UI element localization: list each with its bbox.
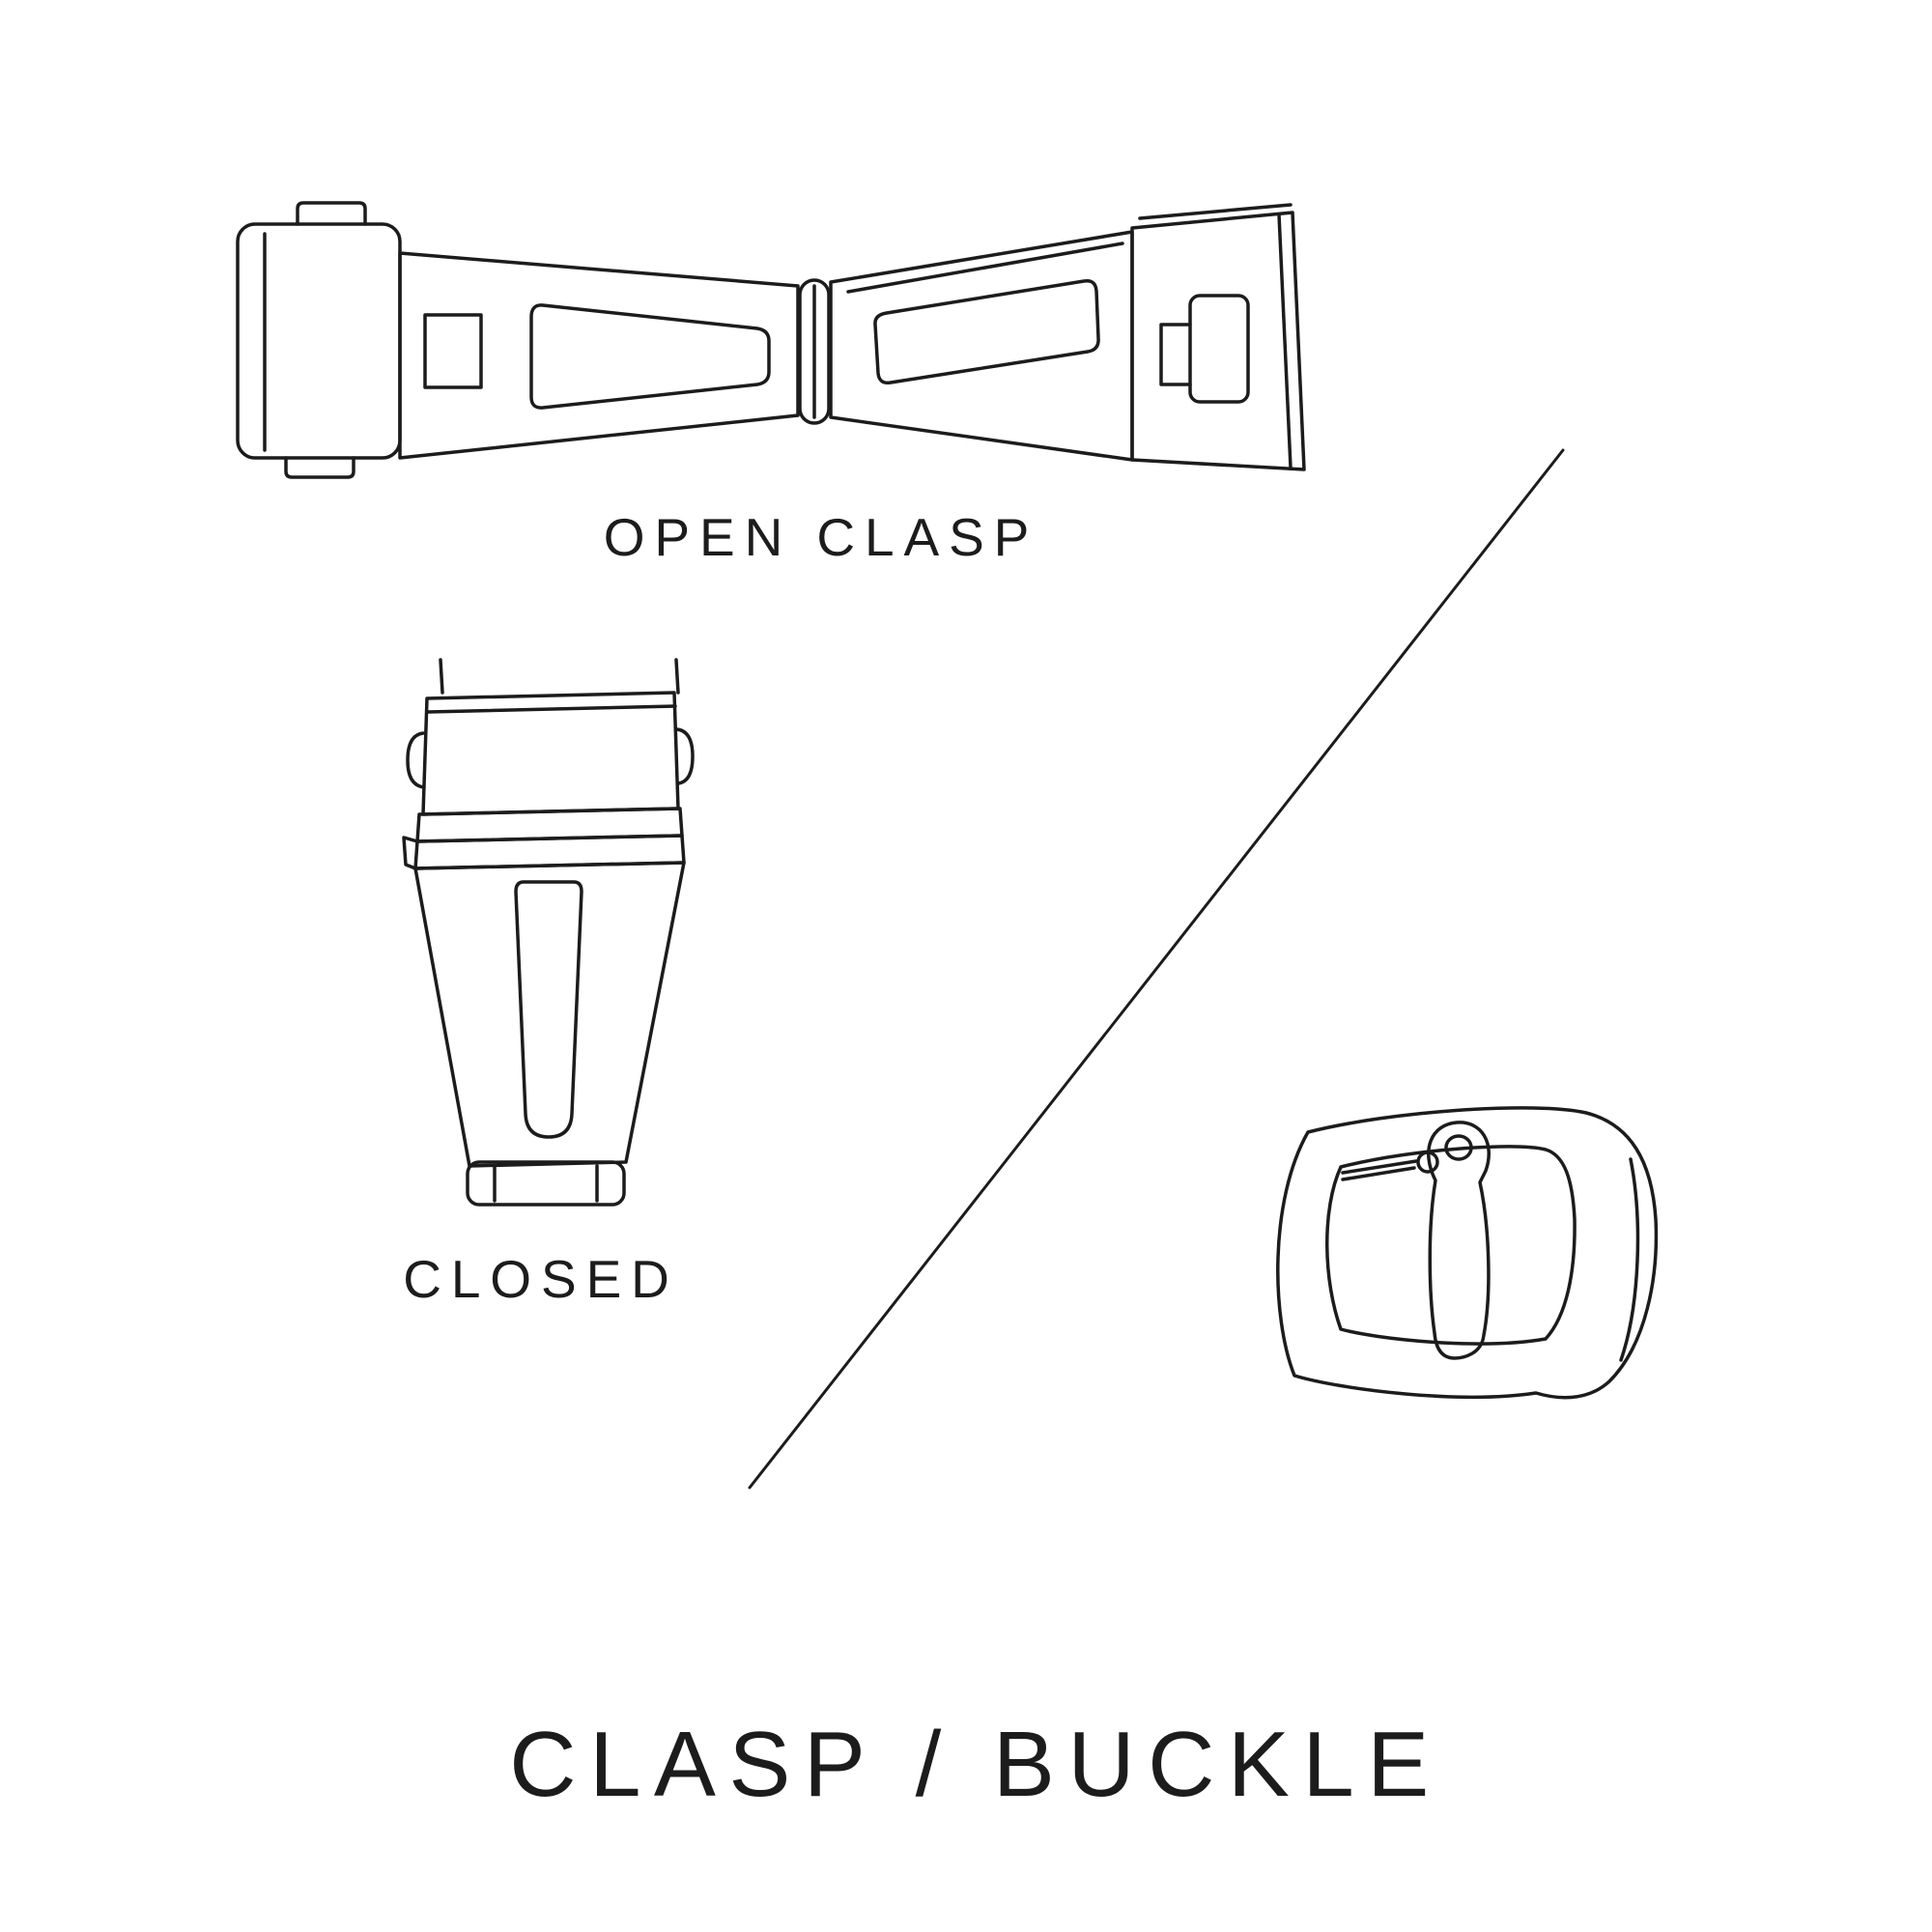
- buckle-prong: [1427, 1121, 1491, 1360]
- open-clasp-left-arm: [398, 251, 800, 460]
- closed-clasp-bottom-cap: [466, 1160, 626, 1207]
- open-clasp-hinge: [798, 278, 831, 425]
- tang-buckle-illustration: [1276, 1106, 1659, 1400]
- closed-clasp-prongs: [439, 658, 680, 695]
- buckle-frame: [1276, 1106, 1659, 1400]
- open-clasp-illustration: [236, 201, 1306, 479]
- closed-label: CLOSED: [403, 1249, 679, 1309]
- open-clasp-label: OPEN CLASP: [603, 507, 1039, 567]
- open-clasp-right-end-link: [1130, 203, 1306, 471]
- closed-clasp-illustration: [402, 658, 695, 1207]
- diagram-title: CLASP / BUCKLE: [509, 1713, 1442, 1816]
- closed-clasp-body: [413, 861, 686, 1168]
- buckle-pin: [1341, 1151, 1439, 1181]
